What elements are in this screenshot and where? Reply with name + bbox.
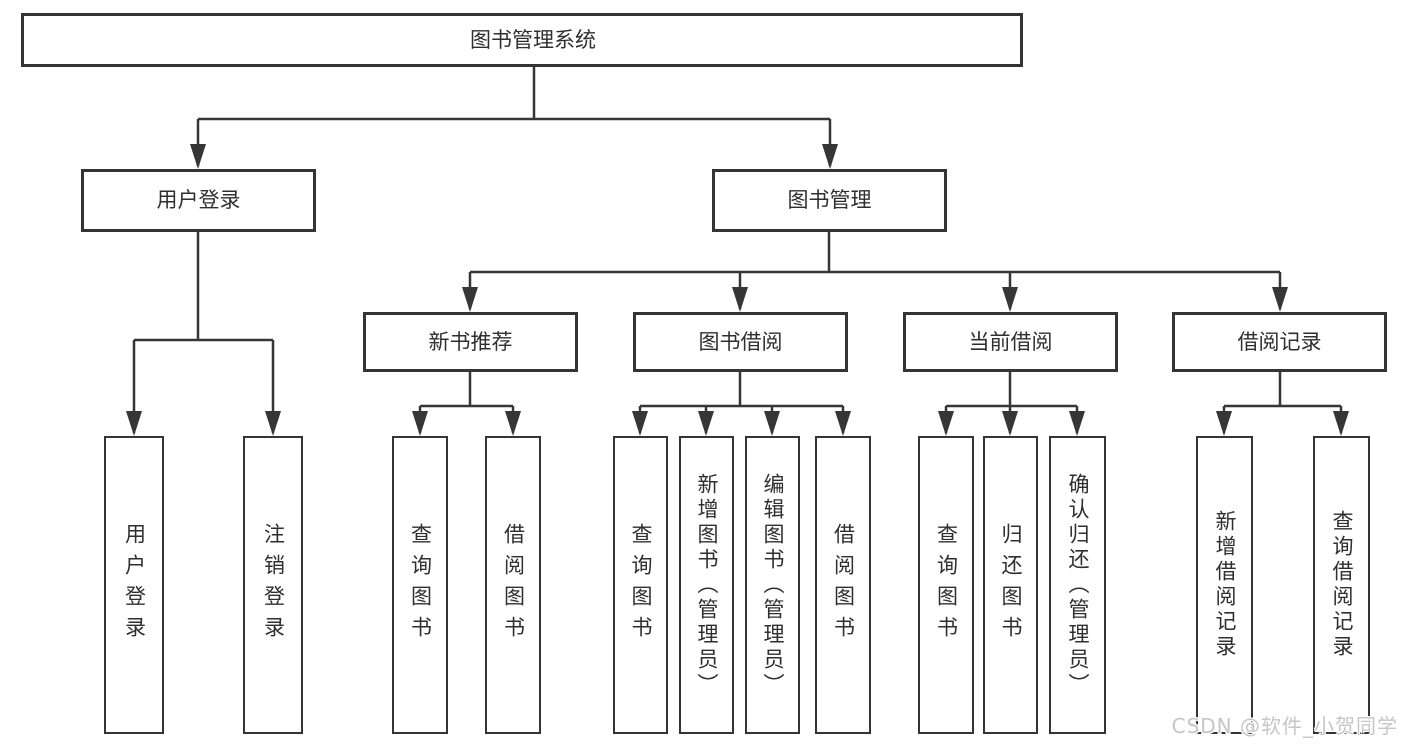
leaf-label: 借阅图书 [501, 523, 526, 647]
edge-userlogin-to-leaves [132, 232, 275, 433]
arrowhead [1272, 287, 1288, 312]
node-borrowing-records: 借阅记录 [1172, 312, 1387, 372]
leaf-edit-books-admin: 编辑图书（管理员） [745, 436, 800, 734]
leaf-borrow-books: 借阅图书 [815, 436, 871, 734]
leaf-confirm-return-admin: 确认归还（管理员） [1049, 436, 1106, 734]
node-book-management: 图书管理 [712, 169, 947, 232]
arrowhead [1069, 411, 1085, 436]
leaf-return-books: 归还图书 [983, 436, 1038, 734]
leaf-label: 查询借阅记录 [1330, 510, 1354, 660]
arrowhead [938, 411, 954, 436]
edge-borrowing-to-leaves [638, 372, 845, 433]
leaf-query-borrow-record: 查询借阅记录 [1313, 436, 1370, 734]
node-label: 图书管理 [787, 188, 872, 212]
node-label: 借阅记录 [1237, 329, 1322, 354]
leaf-label: 注销登录 [261, 523, 286, 647]
arrowhead [698, 411, 714, 436]
arrowhead [462, 287, 478, 312]
leaf-label: 查询图书 [629, 523, 653, 647]
arrowhead [1333, 411, 1349, 436]
node-user-login: 用户登录 [81, 169, 316, 232]
arrowhead [505, 411, 521, 436]
leaf-query-books-borrowing: 查询图书 [613, 436, 668, 734]
arrowhead [1216, 411, 1232, 436]
arrowhead [190, 144, 206, 169]
edge-records-to-leaves [1222, 372, 1343, 433]
tree-edges [132, 67, 1343, 433]
leaf-user-login: 用户登录 [104, 436, 164, 734]
arrowhead [835, 411, 851, 436]
node-label: 图书借阅 [698, 329, 783, 354]
leaf-logout: 注销登录 [243, 436, 303, 734]
node-label: 图书管理系统 [470, 27, 596, 52]
leaf-label: 借阅图书 [831, 523, 856, 647]
leaf-add-books-admin: 新增图书（管理员） [679, 436, 734, 734]
arrowhead [265, 411, 281, 436]
edge-bookmgmt-to-level3 [468, 232, 1282, 309]
leaf-borrow-books-recommend: 借阅图书 [485, 436, 541, 734]
arrowheads [126, 144, 1349, 436]
leaf-add-borrow-record: 新增借阅记录 [1196, 436, 1253, 734]
node-book-borrowing: 图书借阅 [633, 312, 848, 372]
arrowhead [1002, 287, 1018, 312]
node-new-book-recommend: 新书推荐 [363, 312, 578, 372]
arrowhead [1002, 411, 1018, 436]
node-label: 新书推荐 [428, 329, 513, 354]
arrowhead [822, 144, 838, 169]
node-library-management-system: 图书管理系统 [21, 13, 1023, 67]
leaf-label: 归还图书 [999, 523, 1023, 647]
node-current-borrowing: 当前借阅 [903, 312, 1118, 372]
edge-newbook-to-leaves [418, 372, 515, 433]
leaf-label: 编辑图书（管理员） [761, 472, 785, 698]
leaf-label: 新增借阅记录 [1213, 510, 1237, 660]
node-label: 当前借阅 [968, 329, 1053, 354]
leaf-query-books-current: 查询图书 [918, 436, 974, 734]
arrowhead [632, 411, 648, 436]
arrowhead [764, 411, 780, 436]
leaf-label: 查询图书 [408, 523, 433, 647]
arrowhead [412, 411, 428, 436]
leaf-label: 查询图书 [934, 523, 959, 647]
leaf-query-books-recommend: 查询图书 [392, 436, 448, 734]
arrowhead [126, 411, 142, 436]
edge-root-to-level2 [196, 67, 832, 166]
arrowhead [732, 287, 748, 312]
leaf-label: 新增图书（管理员） [695, 472, 719, 698]
node-label: 用户登录 [156, 188, 241, 212]
csdn-watermark: CSDN @软件_小贺同学 [1171, 714, 1398, 738]
leaf-label: 用户登录 [122, 523, 147, 647]
leaf-label: 确认归还（管理员） [1066, 472, 1090, 698]
